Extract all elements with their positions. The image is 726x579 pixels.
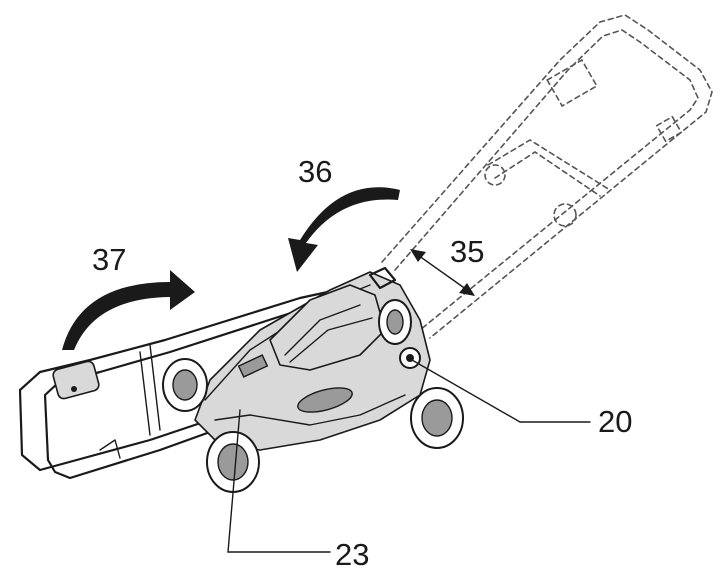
handle-pivot-knob	[399, 347, 421, 369]
label-35: 35	[450, 234, 484, 269]
rear-left-wheel	[162, 358, 208, 412]
double-arrow-35	[410, 249, 475, 296]
solid-handle-lowered	[18, 283, 420, 480]
mower-body	[194, 266, 431, 451]
leader-23	[227, 409, 241, 553]
label-36: 36	[298, 154, 332, 189]
arrow-37	[62, 270, 195, 350]
handle-switch-box	[52, 360, 100, 400]
rear-right-wheel	[378, 299, 412, 345]
dashed-handle-raised	[381, 14, 713, 339]
label-23: 23	[335, 537, 369, 572]
label-37: 37	[92, 242, 126, 277]
front-right-wheel	[410, 387, 464, 449]
arrow-36	[288, 187, 400, 272]
leader-20	[411, 359, 521, 423]
front-left-wheel	[206, 431, 260, 493]
label-20: 20	[598, 404, 632, 439]
